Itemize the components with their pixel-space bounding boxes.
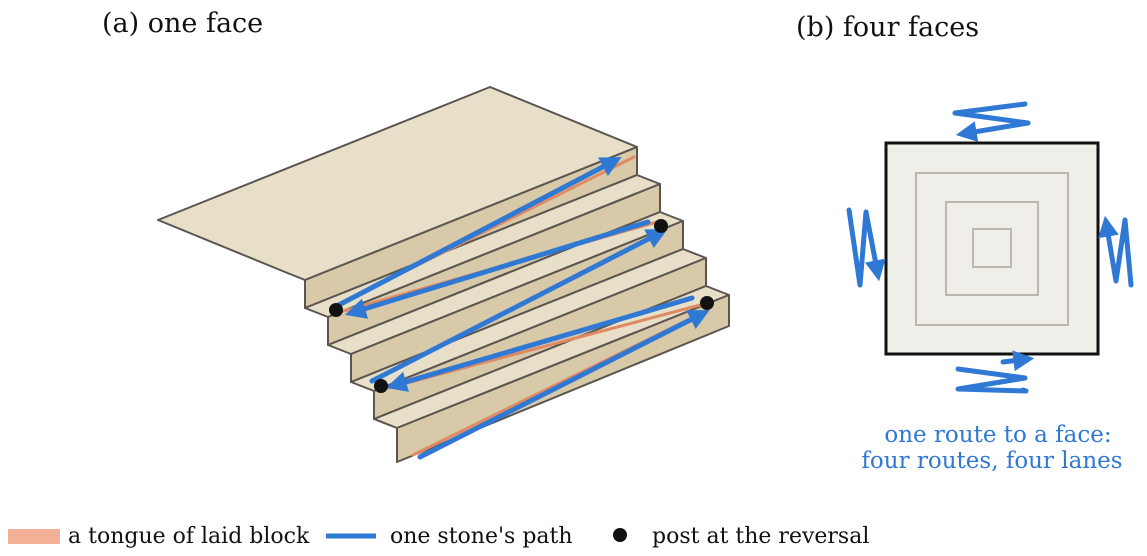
caption-line-2: four routes, four lanes: [861, 448, 1122, 474]
path-segment: [385, 295, 695, 392]
ring-2: [915, 172, 1069, 326]
post-marker: [654, 219, 668, 233]
legend-tongue-swatch: [8, 529, 60, 544]
four-faces-square: [884, 141, 1100, 356]
path-segment: [417, 310, 710, 460]
path-segment: [369, 229, 668, 384]
ring-3: [945, 201, 1039, 296]
ring-4: [972, 228, 1012, 268]
legend-post-marker: [613, 528, 627, 542]
legend-path-label: one stone's path: [390, 524, 573, 549]
legend-tongue-label: a tongue of laid block: [68, 524, 310, 549]
stone-path: [330, 157, 710, 460]
panel-a-title: (a) one face: [102, 8, 263, 39]
posts: [329, 219, 714, 393]
outer-square: [884, 141, 1100, 356]
panel-b-title: (b) four faces: [796, 12, 979, 43]
step-5-riser: [396, 294, 730, 463]
face-routes: [846, 101, 1134, 394]
caption-line-1: one route to a face:: [884, 422, 1111, 448]
path-segment: [344, 219, 651, 319]
legend-post-label: post at the reversal: [652, 524, 869, 549]
post-marker: [700, 296, 714, 310]
post-marker: [329, 303, 343, 317]
route-right: [1098, 215, 1134, 288]
route-bottom: [955, 366, 1029, 394]
stepped-slope: [157, 86, 730, 463]
route-left: [846, 207, 886, 288]
post-marker: [374, 379, 388, 393]
legend: a tongue of laid block one stone's path …: [8, 524, 869, 549]
route-top: [952, 101, 1031, 142]
route-bottom-arrow: [1000, 350, 1035, 372]
path-segment: [330, 157, 622, 311]
